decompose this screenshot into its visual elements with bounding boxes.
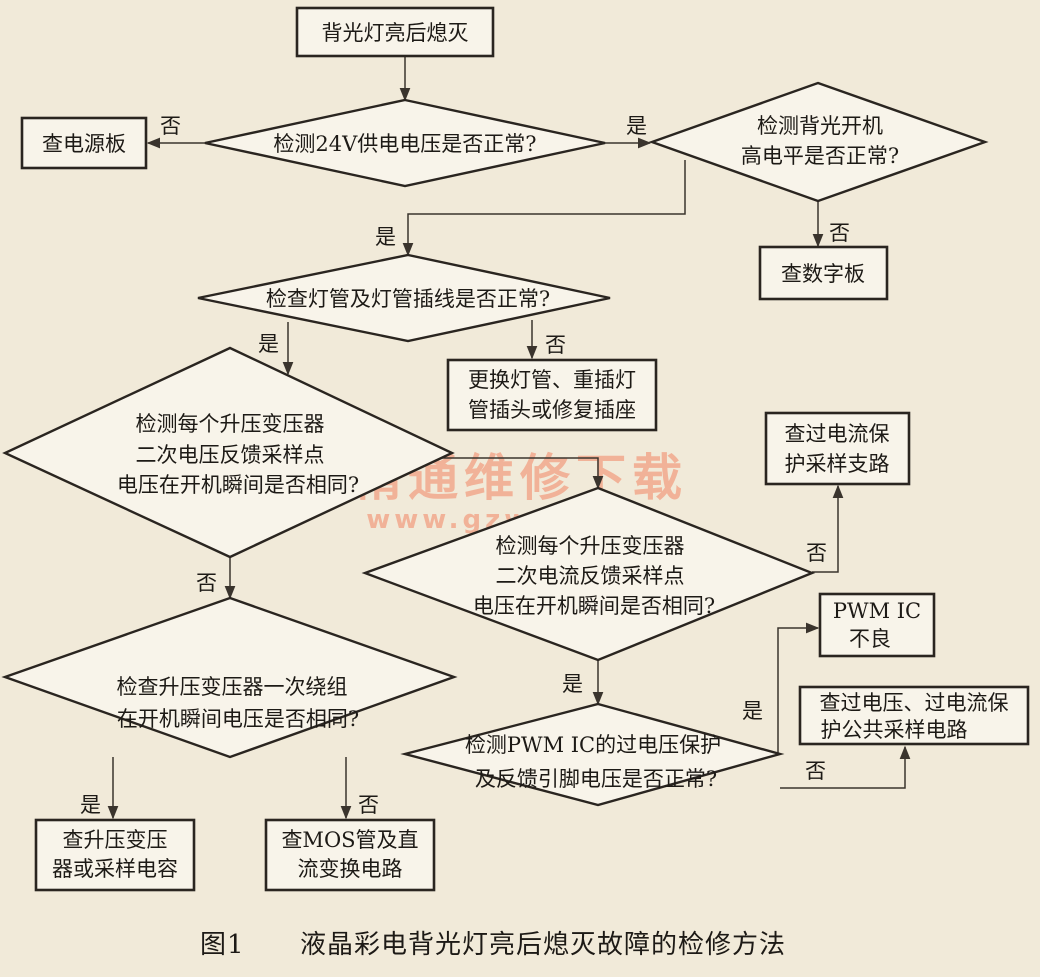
power-board-text: 查电源板 (42, 132, 126, 156)
oc-branch-box (764, 411, 911, 486)
primary-text-line2: 在开机瞬间电压是否相同? (117, 707, 359, 731)
start-box (295, 6, 495, 58)
arrow-ifb-to-oc-branch (812, 484, 844, 573)
check-lamp-diamond (197, 253, 611, 343)
vfb-text-line3: 电压在开机瞬间是否相同? (117, 473, 359, 497)
caption-title: 液晶彩电背光灯亮后熄灭故障的检修方法 (300, 930, 786, 960)
common-box (798, 685, 1030, 746)
replace-box (446, 358, 658, 432)
transformer-text-line2: 器或采样电容 (52, 857, 178, 881)
oc-branch-text-line1: 查过电流保 (785, 422, 890, 446)
label-yes-pwm: 是 (742, 699, 763, 723)
mos-text-line1: 查MOS管及直 (281, 828, 418, 852)
oc-branch-text-line2: 护采样支路 (785, 452, 890, 476)
label-no-power: 否 (160, 114, 181, 138)
nodes (1, 6, 1030, 892)
backlight-diamond (648, 81, 989, 203)
figure-caption: 图1 液晶彩电背光灯亮后熄灭故障的检修方法 (200, 930, 786, 960)
caption-figure-number: 图1 (200, 930, 245, 960)
branch-labels: 否 是 否 是 否 是 否 否 是 是 否 是 否 (80, 114, 850, 817)
check-lamp-text: 检查灯管及灯管插线是否正常? (266, 287, 550, 311)
vfb-text-line1: 检测每个升压变压器 (136, 412, 325, 436)
ovp-text-line1: 检测PWM IC的过电压保护 (465, 733, 721, 757)
common-text-line1: 查过电压、过电流保 (820, 691, 1009, 715)
label-yes-ifb: 是 (562, 672, 583, 696)
label-yes-24v: 是 (626, 114, 647, 138)
label-no-lamp: 否 (545, 333, 566, 357)
primary-diamond (1, 596, 458, 759)
label-yes-vfb: 是 (258, 332, 279, 356)
vfb-text-line2: 二次电压反馈采样点 (136, 443, 325, 467)
power-board-box (20, 116, 148, 170)
backlight-text-line2: 高电平是否正常? (741, 144, 899, 168)
check-24v-text: 检测24V供电电压是否正常? (273, 132, 536, 156)
ovp-text-line2: 及反馈引脚电压是否正常? (475, 767, 717, 791)
replace-text-line1: 更换灯管、重插灯 (468, 368, 636, 392)
start-text: 背光灯亮后熄灭 (322, 21, 469, 45)
pwm-bad-text-line2: 不良 (849, 627, 891, 651)
mos-text-line2: 流变换电路 (298, 857, 403, 881)
vfb-diamond (2, 346, 455, 559)
pwm-bad-box (818, 592, 936, 658)
arrow-ovp-to-common (780, 745, 911, 789)
replace-text-line2: 管插头或修复插座 (468, 398, 636, 422)
label-no-vfb: 否 (196, 571, 217, 595)
pwm-bad-text-line1: PWM IC (833, 599, 921, 623)
label-no-ifb: 否 (806, 541, 827, 565)
label-no-common: 否 (805, 759, 826, 783)
digital-board-text: 查数字板 (781, 262, 865, 286)
transformer-text-line1: 查升压变压 (63, 828, 168, 852)
node-texts: 背光灯亮后熄灭 查电源板 检测24V供电电压是否正常? 检测背光开机 高电平是否… (42, 21, 1009, 881)
transformer-box (34, 818, 196, 892)
ifb-text-line3: 电压在开机瞬间是否相同? (473, 594, 715, 618)
ifb-diamond (361, 486, 816, 662)
label-yes-lamp: 是 (375, 225, 396, 249)
label-no-digital: 否 (829, 221, 850, 245)
label-yes-transformer: 是 (80, 793, 101, 817)
primary-text-line1: 检查升压变压器一次绕组 (117, 675, 348, 699)
ifb-text-line1: 检测每个升压变压器 (496, 534, 685, 558)
arrow-vfb-to-ifb (418, 457, 604, 490)
common-text-line2: 护公共采样电路 (821, 718, 968, 742)
ovp-diamond (400, 702, 785, 807)
backlight-text-line1: 检测背光开机 (757, 114, 883, 138)
label-no-mos: 否 (358, 793, 379, 817)
ifb-text-line2: 二次电流反馈采样点 (496, 564, 685, 588)
check-24v-diamond (204, 98, 606, 188)
mos-box (264, 818, 436, 892)
digital-board-box (758, 245, 889, 301)
arrow-backlight-to-lamp (402, 160, 686, 257)
connectors (107, 56, 911, 820)
